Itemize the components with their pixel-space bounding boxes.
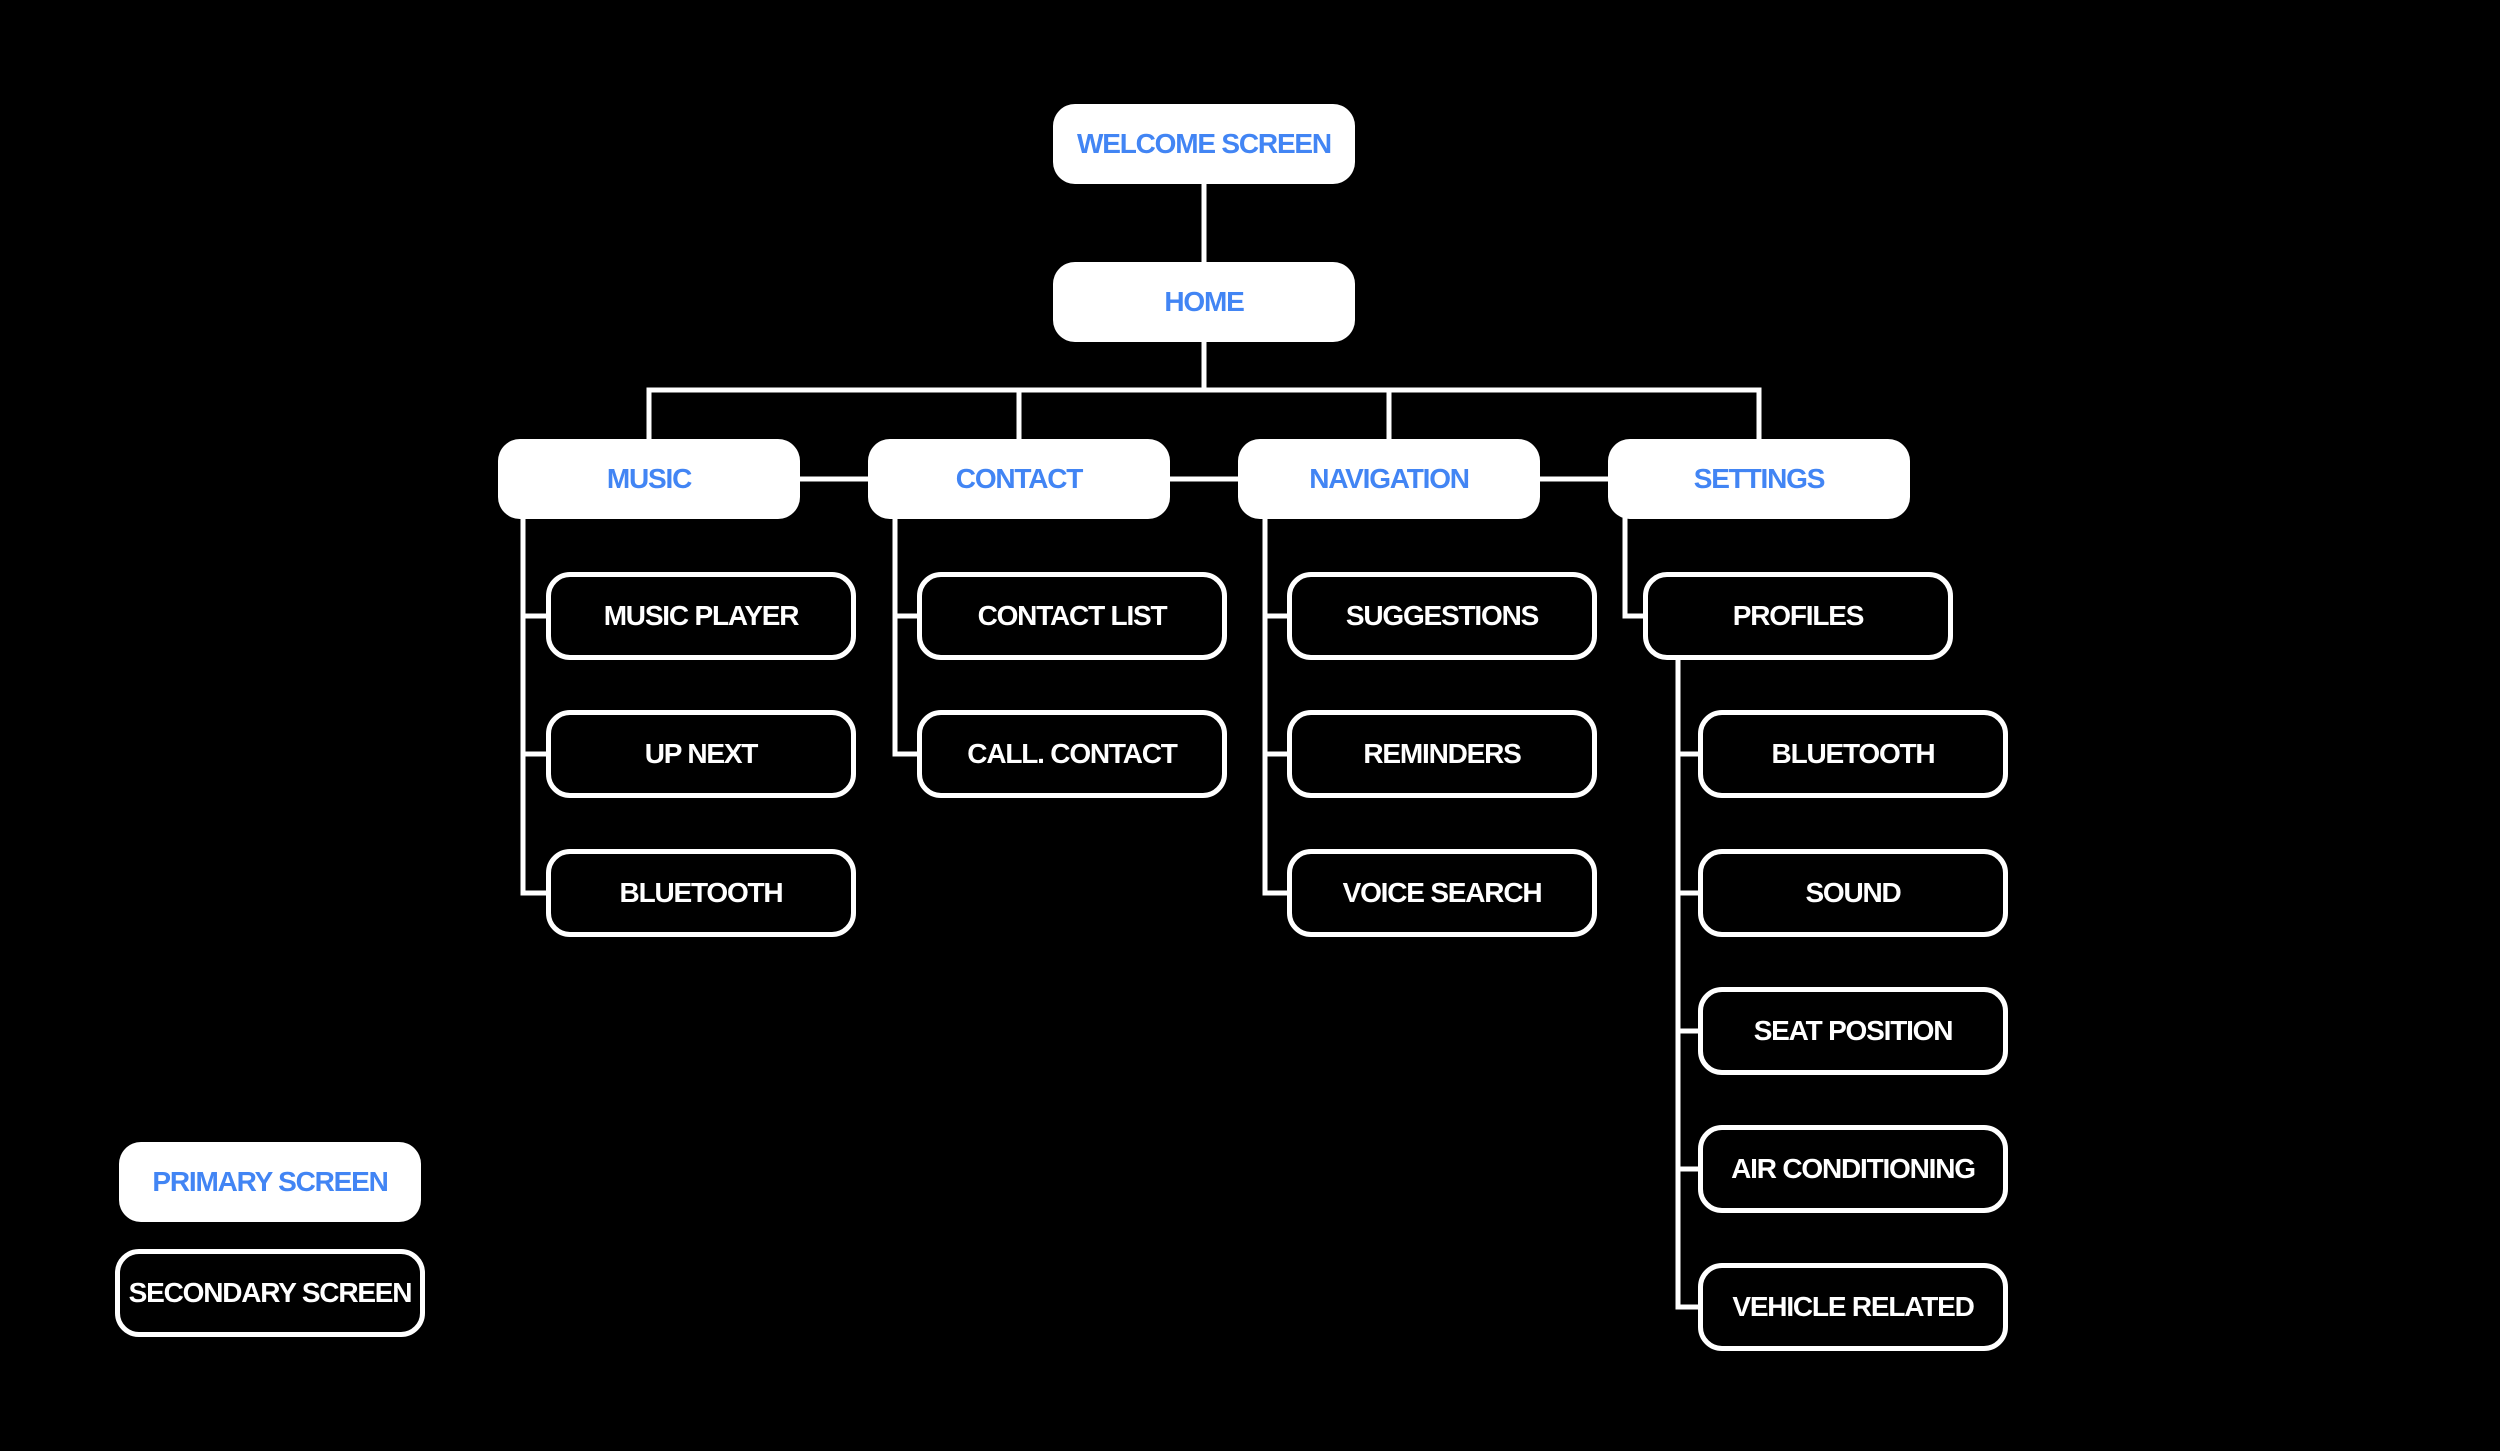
vehicle-related-node: VEHICLE RELATED	[1698, 1263, 2008, 1351]
sound-node: SOUND	[1698, 849, 2008, 937]
legend-primary-swatch: PRIMARY SCREEN	[119, 1142, 421, 1222]
profiles-node: PROFILES	[1643, 572, 1953, 660]
settings-node: SETTINGS	[1608, 439, 1910, 519]
seat-position-label: SEAT POSITION	[1753, 1015, 1954, 1046]
music-label: MUSIC	[606, 463, 692, 494]
settings-label: SETTINGS	[1693, 463, 1826, 494]
suggestions-node: SUGGESTIONS	[1287, 572, 1597, 660]
air-conditioning-label: AIR CONDITIONING	[1731, 1153, 1976, 1184]
seat-position-node: SEAT POSITION	[1698, 987, 2008, 1075]
suggestions-label: SUGGESTIONS	[1345, 600, 1539, 631]
legend-secondary-swatch: SECONDARY SCREEN	[115, 1249, 425, 1337]
music-node: MUSIC	[498, 439, 800, 519]
reminders-label: REMINDERS	[1363, 738, 1521, 769]
contact-list-label: CONTACT LIST	[977, 600, 1168, 631]
settings-bluetooth-label: BLUETOOTH	[1771, 738, 1936, 769]
navigation-node: NAVIGATION	[1238, 439, 1540, 519]
contact-label: CONTACT	[955, 463, 1084, 494]
contact-list-node: CONTACT LIST	[917, 572, 1227, 660]
connector-navigation-children	[1262, 516, 1290, 896]
vehicle-related-label: VEHICLE RELATED	[1732, 1291, 1974, 1322]
voice-search-node: VOICE SEARCH	[1287, 849, 1597, 937]
sound-label: SOUND	[1805, 877, 1901, 908]
navigation-label: NAVIGATION	[1309, 463, 1470, 494]
music-player-node: MUSIC PLAYER	[546, 572, 856, 660]
welcome-screen-node: WELCOME SCREEN	[1053, 104, 1355, 184]
home-node: HOME	[1053, 262, 1355, 342]
connector-music-children	[520, 516, 549, 896]
connector-profiles-children	[1675, 655, 1701, 1310]
call-contact-node: CALL. CONTACT	[917, 710, 1227, 798]
connector-primary-bus	[646, 387, 1762, 442]
up-next-node: UP NEXT	[546, 710, 856, 798]
music-bluetooth-label: BLUETOOTH	[619, 877, 784, 908]
settings-bluetooth-node: BLUETOOTH	[1698, 710, 2008, 798]
voice-search-label: VOICE SEARCH	[1342, 877, 1543, 908]
music-player-label: MUSIC PLAYER	[603, 600, 800, 631]
air-conditioning-node: AIR CONDITIONING	[1698, 1125, 2008, 1213]
connector-settings-profiles	[1622, 516, 1646, 619]
legend-primary-label: PRIMARY SCREEN	[152, 1166, 388, 1197]
contact-node: CONTACT	[868, 439, 1170, 519]
profiles-label: PROFILES	[1732, 600, 1865, 631]
music-bluetooth-node: BLUETOOTH	[546, 849, 856, 937]
call-contact-label: CALL. CONTACT	[967, 738, 1178, 769]
up-next-label: UP NEXT	[644, 738, 759, 769]
legend-secondary-label: SECONDARY SCREEN	[128, 1277, 413, 1308]
reminders-node: REMINDERS	[1287, 710, 1597, 798]
welcome-screen-label: WELCOME SCREEN	[1077, 128, 1332, 159]
home-label: HOME	[1164, 286, 1244, 317]
connector-contact-children	[892, 516, 920, 757]
